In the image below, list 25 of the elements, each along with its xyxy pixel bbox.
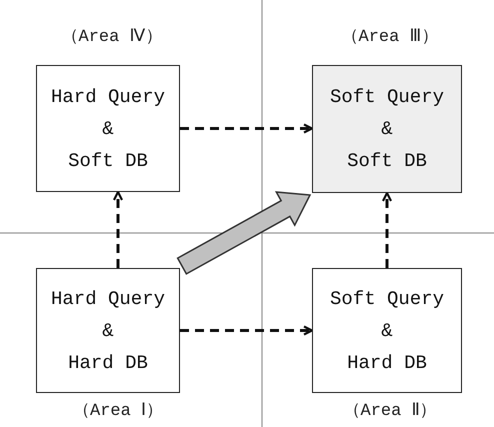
box-text: Hard Query <box>50 84 166 110</box>
area-label: （Area Ⅳ） <box>62 27 162 47</box>
box-text: & <box>381 318 393 344</box>
box-text: Hard DB <box>68 350 148 376</box>
arrow <box>180 325 314 336</box>
query-box <box>36 268 180 393</box>
box-text: Soft DB <box>68 148 148 174</box>
box-text: & <box>381 117 393 142</box>
arrow <box>180 123 314 134</box>
box-text: Hard Query <box>50 286 166 312</box>
box-text: & <box>102 116 114 142</box>
box-text: Soft Query <box>330 85 444 110</box>
area-label: （Area Ⅱ） <box>344 401 436 421</box>
box-text: Hard DB <box>347 350 427 376</box>
area-label: （Area Ⅰ） <box>73 401 163 421</box>
box-text: & <box>102 318 114 344</box>
box-text: Soft DB <box>347 149 427 174</box>
query-box <box>36 65 180 192</box>
query-box <box>312 268 462 393</box>
arrow <box>112 190 124 268</box>
box-text: Soft Query <box>330 286 444 312</box>
arrow <box>382 192 392 268</box>
query-box <box>312 65 462 193</box>
block-arrow <box>176 191 312 275</box>
area-label: （Area Ⅲ） <box>342 27 438 47</box>
